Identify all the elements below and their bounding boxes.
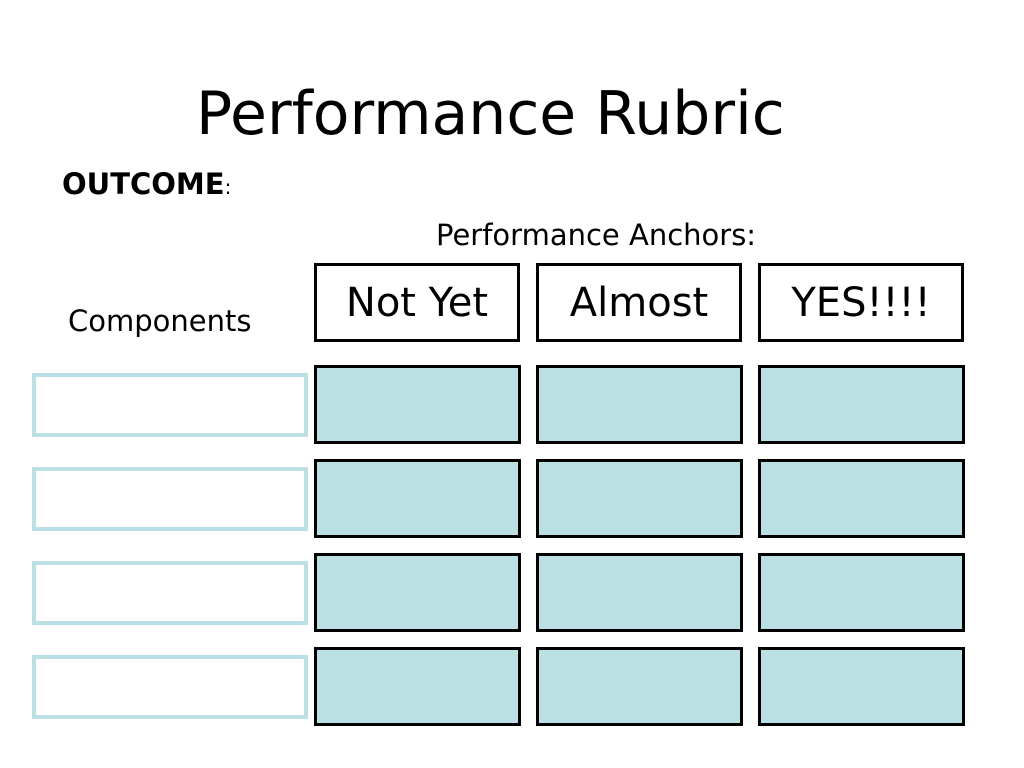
rubric-cell-1-yes[interactable] bbox=[758, 365, 965, 444]
rubric-cell-4-not-yet[interactable] bbox=[314, 647, 521, 726]
component-box-1[interactable] bbox=[32, 373, 308, 437]
anchor-header-almost: Almost bbox=[536, 263, 742, 342]
components-label: Components bbox=[68, 304, 252, 338]
component-box-2[interactable] bbox=[32, 467, 308, 531]
component-box-3[interactable] bbox=[32, 561, 308, 625]
rubric-cell-2-almost[interactable] bbox=[536, 459, 743, 538]
outcome-label: OUTCOME: bbox=[62, 166, 231, 205]
rubric-cell-2-not-yet[interactable] bbox=[314, 459, 521, 538]
page-title: Performance Rubric bbox=[196, 79, 785, 149]
rubric-cell-1-almost[interactable] bbox=[536, 365, 743, 444]
outcome-colon: : bbox=[224, 175, 232, 199]
rubric-cell-3-almost[interactable] bbox=[536, 553, 743, 632]
anchor-header-yes: YES!!!! bbox=[758, 263, 964, 342]
rubric-cell-3-yes[interactable] bbox=[758, 553, 965, 632]
rubric-cell-1-not-yet[interactable] bbox=[314, 365, 521, 444]
anchor-header-not-yet: Not Yet bbox=[314, 263, 520, 342]
outcome-label-text: OUTCOME bbox=[62, 167, 225, 201]
component-box-4[interactable] bbox=[32, 655, 308, 719]
rubric-cell-4-almost[interactable] bbox=[536, 647, 743, 726]
rubric-cell-4-yes[interactable] bbox=[758, 647, 965, 726]
performance-anchors-label: Performance Anchors: bbox=[436, 218, 757, 252]
rubric-cell-2-yes[interactable] bbox=[758, 459, 965, 538]
rubric-cell-3-not-yet[interactable] bbox=[314, 553, 521, 632]
